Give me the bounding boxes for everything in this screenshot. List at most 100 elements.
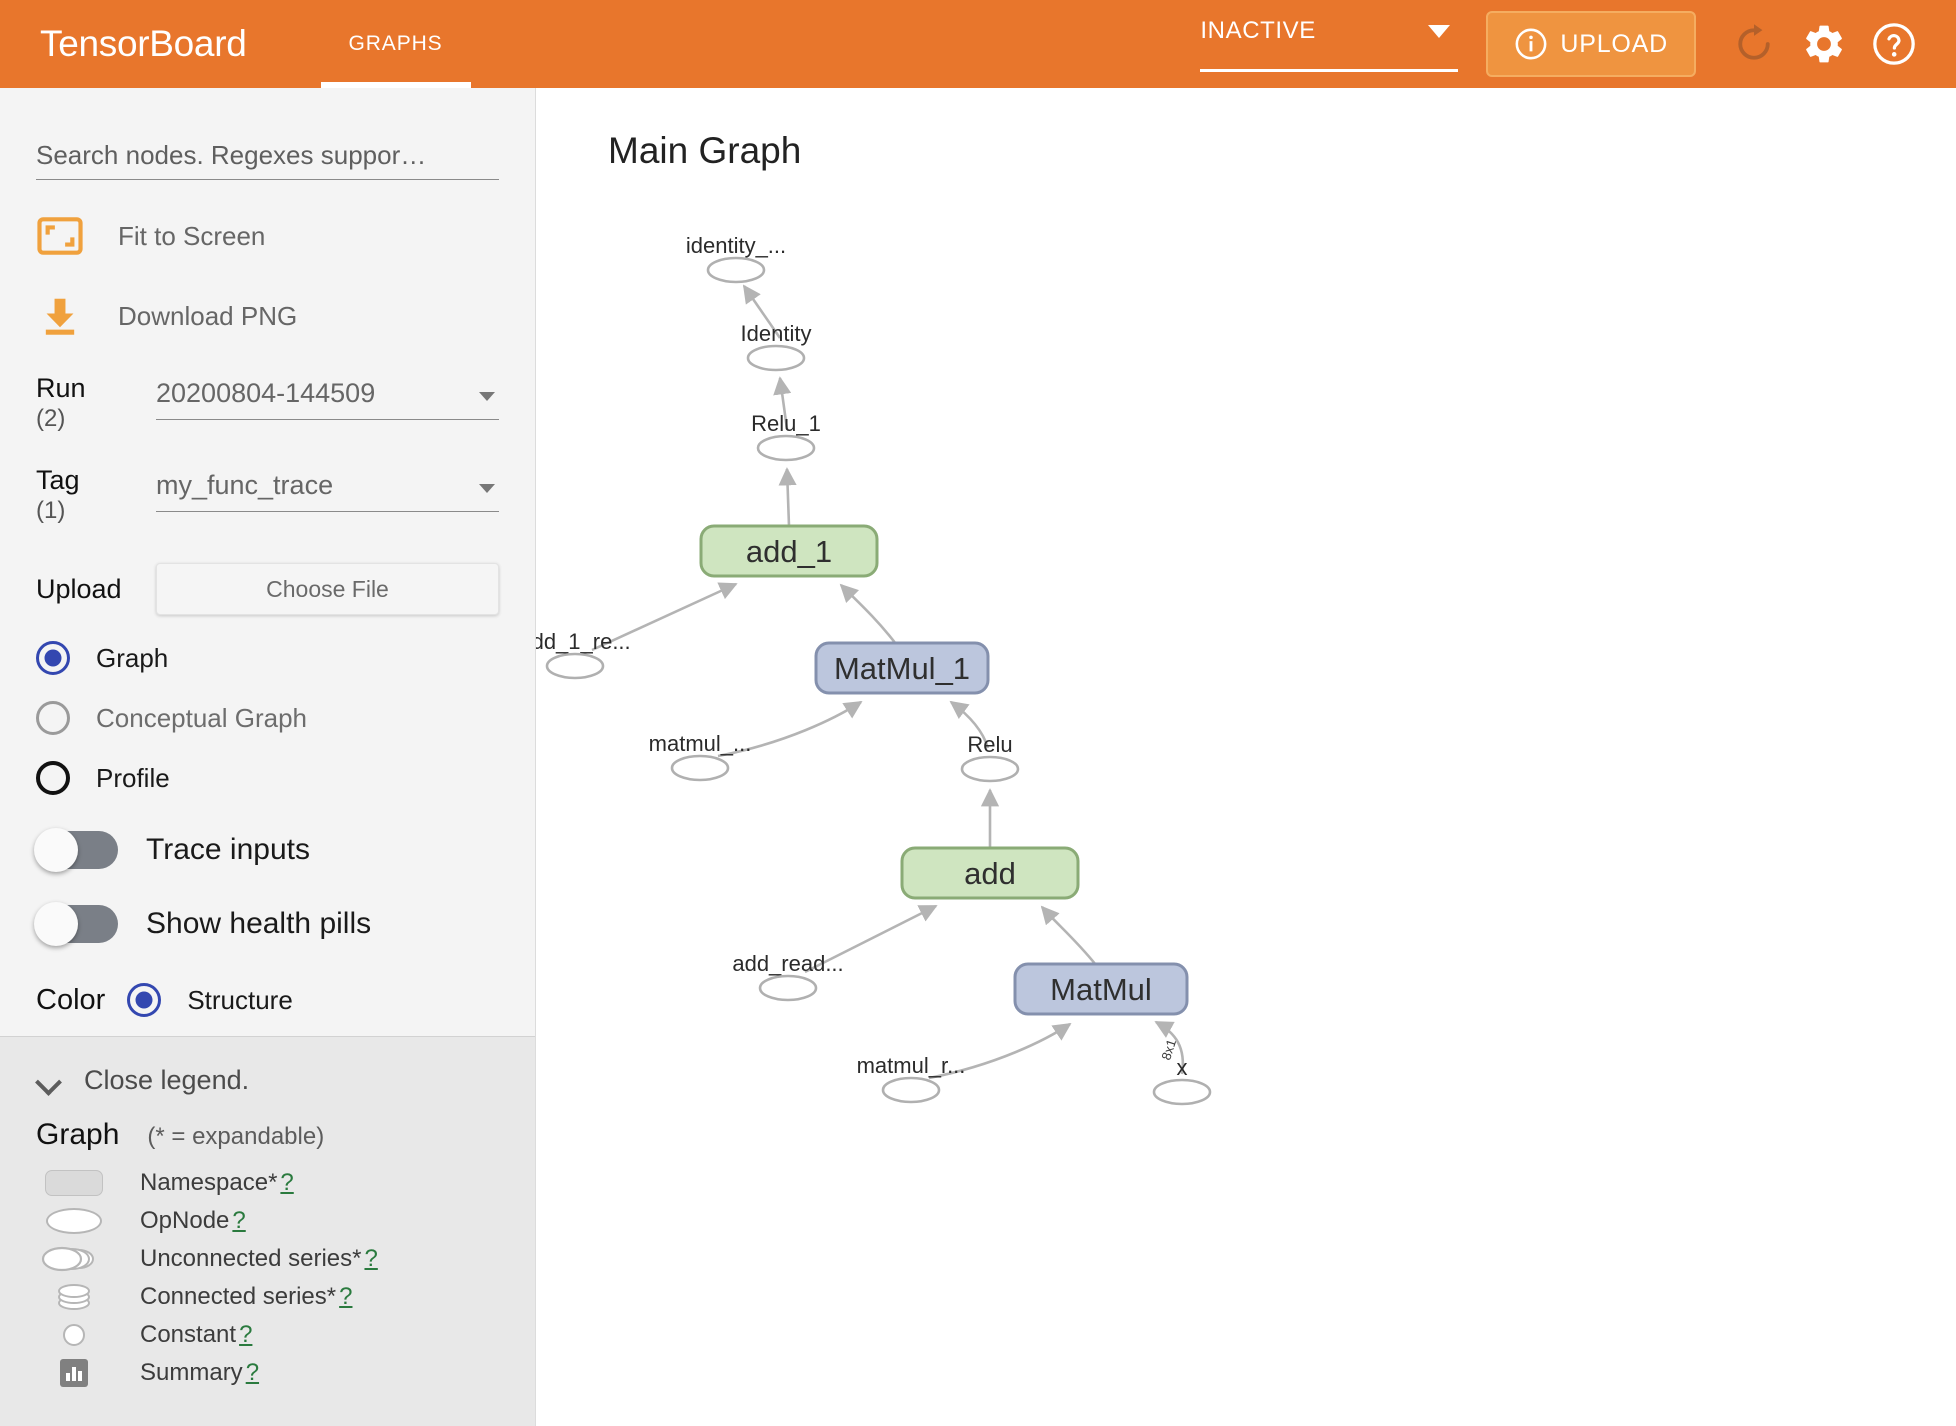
legend-title: Graph xyxy=(36,1118,120,1151)
node-x[interactable]: x xyxy=(1152,1055,1212,1106)
chevron-down-icon xyxy=(479,483,495,493)
node-add-1[interactable]: add_1 xyxy=(699,524,879,578)
tag-select[interactable]: my_func_trace xyxy=(156,470,499,512)
help-link[interactable]: ? xyxy=(280,1169,294,1196)
help-link[interactable]: ? xyxy=(339,1283,353,1310)
edge-relu1-to-identity xyxy=(773,376,792,430)
node-label: Identity xyxy=(741,321,812,346)
help-icon xyxy=(1873,23,1915,65)
node-add[interactable]: add xyxy=(900,846,1080,900)
help-link[interactable]: ? xyxy=(232,1207,246,1234)
upload-field: Upload Choose File xyxy=(36,563,499,616)
refresh-button[interactable] xyxy=(1726,16,1782,72)
tab-graphs[interactable]: GRAPHS xyxy=(320,0,471,88)
node-add-1-read[interactable]: add_1_re... xyxy=(536,629,631,680)
gear-icon xyxy=(1806,25,1842,63)
node-label: add_1_re... xyxy=(536,629,631,654)
edge-matmulread-to-matmul xyxy=(928,1022,1072,1080)
settings-button[interactable] xyxy=(1796,16,1852,72)
constant-icon xyxy=(36,1324,112,1346)
node-label: matmul_... xyxy=(649,731,752,756)
run-state-label: INACTIVE xyxy=(1200,16,1316,44)
node-box xyxy=(699,524,879,578)
app-brand: TensorBoard xyxy=(40,23,247,64)
run-state-dropdown[interactable]: INACTIVE xyxy=(1200,16,1459,72)
info-icon xyxy=(1515,28,1547,60)
node-add-read[interactable]: add_read... xyxy=(732,951,844,1002)
opnode-shape xyxy=(756,434,816,462)
run-label: Run (2) xyxy=(36,374,156,432)
node-matmul-read-1[interactable]: matmul_... xyxy=(649,731,752,782)
legend-item-connected-series: Connected series*? xyxy=(36,1278,499,1316)
radio-conceptual-graph-indicator xyxy=(36,701,70,736)
upload-button-label: UPLOAD xyxy=(1560,29,1668,58)
help-link[interactable]: ? xyxy=(364,1245,378,1272)
node-label: add xyxy=(964,856,1016,891)
node-identity-out[interactable]: identity_... xyxy=(686,233,786,284)
tag-label: Tag (1) xyxy=(36,465,156,523)
help-link[interactable]: ? xyxy=(245,1359,260,1386)
color-field: Color Structure xyxy=(36,983,499,1018)
radio-structure-indicator[interactable] xyxy=(127,983,162,1018)
node-label: identity_... xyxy=(686,233,786,258)
node-identity[interactable]: Identity xyxy=(741,321,812,372)
toggle-show-health-pills[interactable]: Show health pills xyxy=(34,902,499,947)
toggle-trace-inputs[interactable]: Trace inputs xyxy=(34,828,499,873)
node-matmul-read[interactable]: matmul_r... xyxy=(857,1053,966,1104)
legend-item-label: Namespace*? xyxy=(140,1169,294,1196)
upload-label: Upload xyxy=(36,573,122,604)
opnode-shape xyxy=(670,754,730,782)
legend-item-label: Unconnected series*? xyxy=(140,1245,378,1272)
radio-profile[interactable]: Profile xyxy=(36,761,499,796)
toggle-trace-inputs-label: Trace inputs xyxy=(146,833,310,867)
namespace-icon xyxy=(36,1170,112,1196)
edge-addread-to-add xyxy=(804,904,938,974)
graph-canvas[interactable]: Main Graph 8x1 identity_... xyxy=(536,88,1956,1426)
radio-conceptual-graph[interactable]: Conceptual Graph xyxy=(36,701,499,736)
legend-item-opnode: OpNode? xyxy=(36,1202,499,1240)
node-box xyxy=(1013,962,1189,1016)
nav-tabs: GRAPHS xyxy=(320,0,471,88)
chevron-down-icon xyxy=(479,392,495,401)
node-label: Relu_1 xyxy=(751,411,821,436)
legend-panel: Close legend. Graph (* = expandable) Nam… xyxy=(0,1036,535,1426)
graph-svg[interactable]: 8x1 identity_... Identity Relu_1 add_1 xyxy=(536,88,1956,1426)
radio-profile-label: Profile xyxy=(96,762,170,793)
choose-file-button[interactable]: Choose File xyxy=(156,563,499,616)
summary-icon xyxy=(36,1359,112,1387)
help-button[interactable] xyxy=(1866,16,1922,72)
close-legend-button[interactable]: Close legend. xyxy=(36,1065,499,1096)
node-matmul[interactable]: MatMul xyxy=(1013,962,1189,1016)
node-relu[interactable]: Relu xyxy=(960,732,1020,783)
fit-to-screen-label: Fit to Screen xyxy=(118,220,266,251)
run-value: 20200804-144509 xyxy=(156,378,376,408)
node-matmul-1[interactable]: MatMul_1 xyxy=(814,641,990,695)
node-label: Relu xyxy=(967,732,1012,757)
opnode-shape xyxy=(960,755,1020,783)
tab-graphs-label: GRAPHS xyxy=(348,32,443,55)
upload-button[interactable]: UPLOAD xyxy=(1486,11,1696,77)
refresh-icon xyxy=(1738,24,1770,60)
edge-matmul-to-add xyxy=(1040,905,1098,966)
download-png-button[interactable]: Download PNG xyxy=(36,292,499,340)
search-input[interactable] xyxy=(36,140,499,171)
opnode-shape xyxy=(706,256,766,284)
edge-x-to-matmul xyxy=(1154,1020,1185,1075)
edge-label-x-matmul: 8x1 xyxy=(1158,1037,1179,1062)
radio-graph[interactable]: Graph xyxy=(36,641,499,676)
download-png-label: Download PNG xyxy=(118,300,298,331)
node-box xyxy=(900,846,1080,900)
opnode-shape xyxy=(881,1076,941,1104)
radio-graph-label: Graph xyxy=(96,642,169,673)
help-link[interactable]: ? xyxy=(239,1321,253,1348)
node-label: MatMul_1 xyxy=(834,651,970,686)
fit-to-screen-button[interactable]: Fit to Screen xyxy=(36,212,499,260)
choose-file-label: Choose File xyxy=(266,575,389,602)
search-row xyxy=(36,140,499,180)
chevron-down-icon xyxy=(1428,24,1451,38)
run-select[interactable]: 20200804-144509 xyxy=(156,378,499,420)
node-label: MatMul xyxy=(1050,972,1152,1007)
node-relu-1[interactable]: Relu_1 xyxy=(751,411,821,462)
page-title: Main Graph xyxy=(608,130,802,171)
connected-series-icon xyxy=(36,1280,112,1314)
